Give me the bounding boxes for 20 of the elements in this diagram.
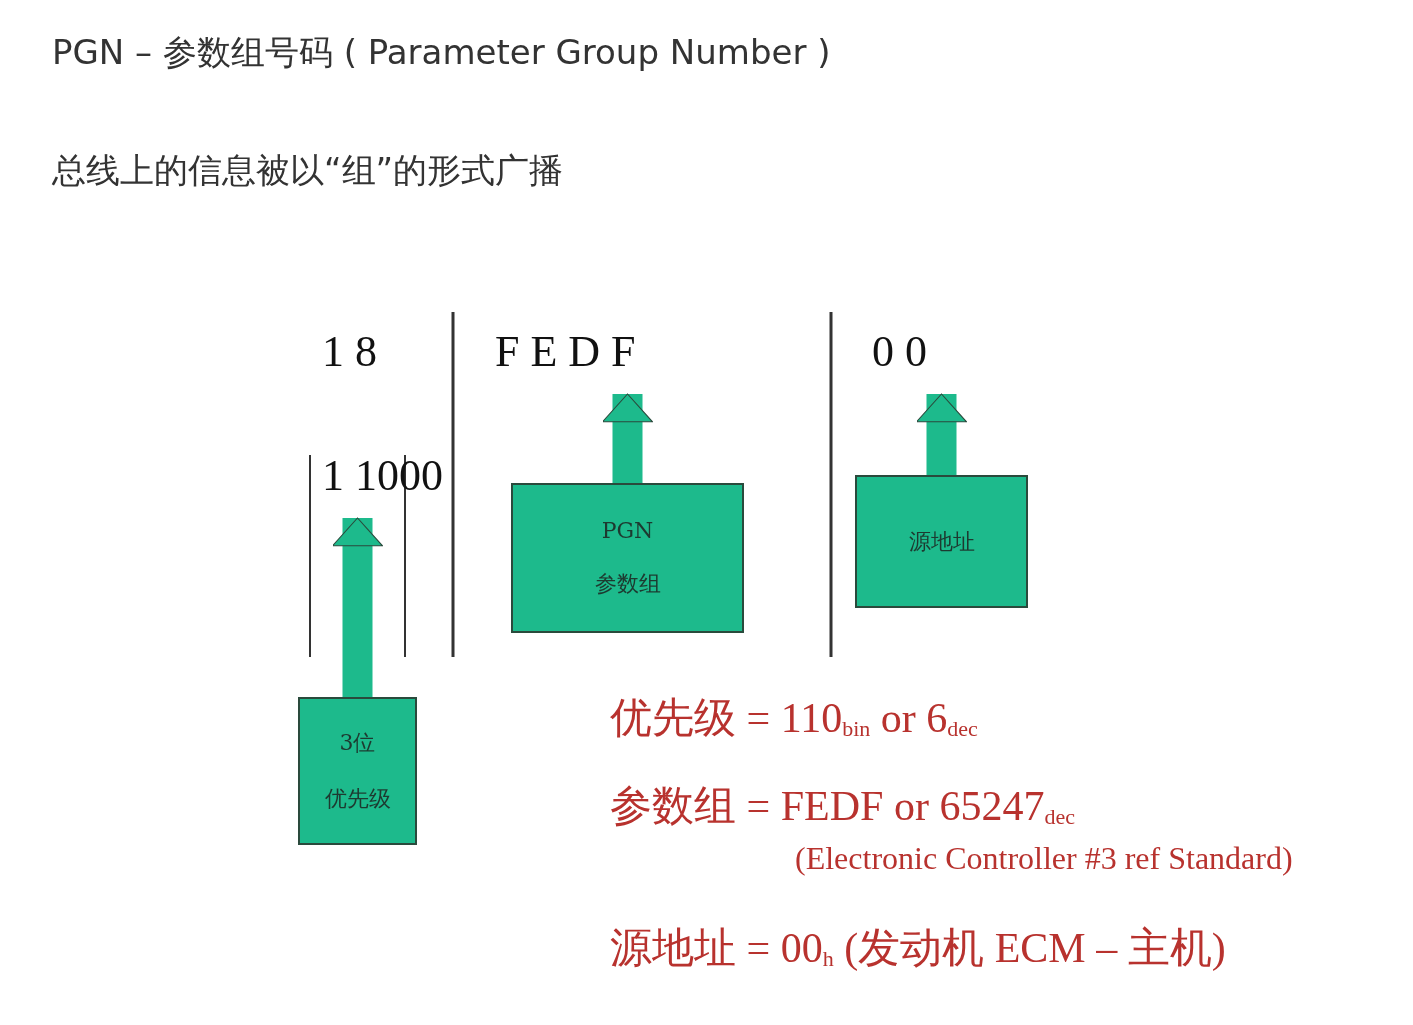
note-text: 源地址 = 00$_{h}$ (发动机 ECM – 主机) (610, 924, 1226, 973)
note-text: 优先级 = 110$_{bin}$ or 6$_{dec}$ (610, 694, 978, 743)
arrow (915, 393, 968, 475)
field-box (511, 483, 744, 633)
digit-group: 1 8 (322, 322, 377, 392)
note-text: (Electronic Controller #3 ref Standard) (795, 840, 1293, 877)
field-box (855, 475, 1028, 608)
digit-group: F E D F (495, 322, 636, 392)
arrow (331, 517, 384, 697)
box-label: 源地址 (908, 527, 975, 556)
field-box (298, 697, 417, 845)
box-label: 参数组 (594, 569, 661, 598)
box-label: PGN (601, 517, 654, 543)
title: PGN – 参数组号码 ( Parameter Group Number ) (52, 31, 831, 74)
box-label: 优先级 (324, 785, 391, 813)
note-text: 参数组 = FEDF or 65247$_{dec}$ (610, 782, 1075, 831)
box-label: 3位 (339, 729, 376, 757)
digit-group: 0 0 (872, 322, 927, 392)
arrow (601, 393, 654, 483)
subtitle: 总线上的信息被以“组”的形式广播 (52, 149, 564, 192)
